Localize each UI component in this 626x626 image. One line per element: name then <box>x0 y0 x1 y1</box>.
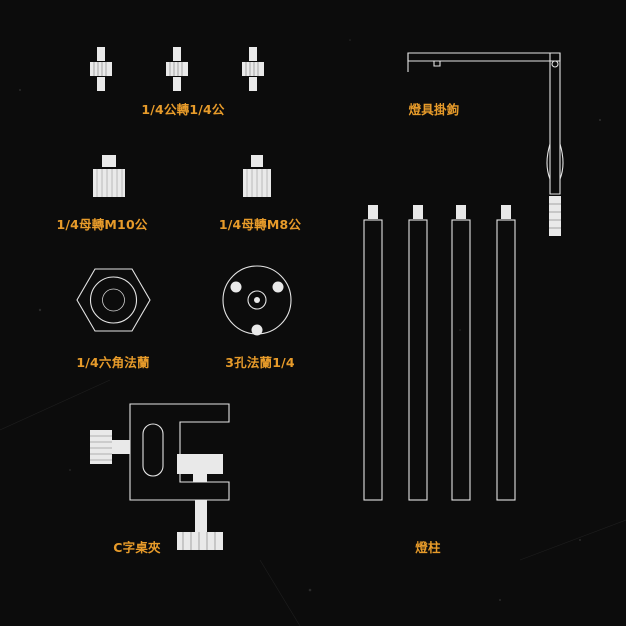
pole-1 <box>363 205 383 501</box>
hex-flange <box>76 268 151 332</box>
label-hex-flange: 1/4六角法蘭 <box>76 355 150 370</box>
coupler-1 <box>90 47 112 91</box>
label-adapter-m8: 1/4母轉M8公 <box>218 217 302 232</box>
c-clamp-drawing <box>90 403 230 550</box>
coupler-3 <box>242 47 264 91</box>
flanges-drawing <box>76 265 292 336</box>
three-hole-flange <box>222 265 292 336</box>
pole-3 <box>451 205 471 501</box>
adapter-m10 <box>93 155 125 197</box>
label-adapter-m10: 1/4母轉M10公 <box>56 217 148 232</box>
adapters-drawing <box>93 155 271 197</box>
adapter-m8 <box>243 155 271 197</box>
coupler-14-14-drawing <box>90 47 264 91</box>
label-c-clamp: C字桌夾 <box>113 540 161 555</box>
label-lamp-hook: 燈具掛鉤 <box>408 102 460 117</box>
pole-4 <box>496 205 516 501</box>
label-coupler-14-14: 1/4公轉1/4公 <box>141 102 225 117</box>
label-lamp-pole: 燈柱 <box>415 540 441 555</box>
lamp-poles-drawing <box>363 205 516 501</box>
pole-2 <box>408 205 428 501</box>
label-three-hole-flange: 3孔法蘭1/4 <box>225 355 295 370</box>
coupler-2 <box>166 47 188 91</box>
lamp-hook-drawing <box>407 52 564 236</box>
